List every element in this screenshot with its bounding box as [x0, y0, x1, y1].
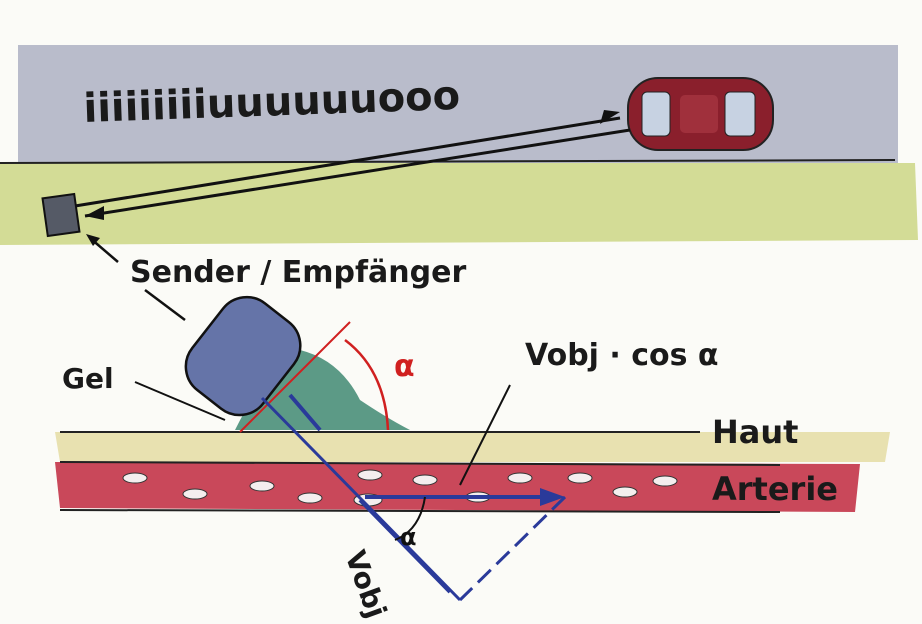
artery: [55, 462, 860, 512]
skin-label: Haut: [712, 413, 798, 451]
pointer-line: [459, 384, 511, 486]
ultrasound-probe: [184, 295, 302, 417]
signal-beam-out: [74, 116, 621, 208]
dashed-projection: [458, 495, 567, 602]
grass-strip: [0, 163, 918, 245]
angle-reference-line: [239, 321, 351, 433]
signal-beam-back: [84, 128, 631, 218]
sender-receiver-label: Sender / Empfänger: [130, 255, 466, 290]
velocity-label: Vobj: [338, 546, 393, 622]
return-arrow: [288, 393, 322, 432]
car: [627, 77, 774, 151]
pointer-line: [144, 289, 186, 321]
angle-arc-bottom: [394, 496, 426, 541]
angle-arc-top: [344, 339, 390, 431]
artery-label: Arterie: [712, 470, 838, 508]
artery-wall: [59, 509, 781, 513]
radar-box: [41, 192, 81, 238]
arrowhead: [85, 206, 104, 220]
velocity-vector: [358, 498, 452, 594]
road-edge: [0, 159, 896, 164]
pointer-line: [134, 381, 226, 421]
arrowhead: [600, 110, 620, 124]
alpha-label-bottom: α: [400, 523, 417, 551]
gel-label: Gel: [62, 362, 114, 395]
artery-wall: [59, 461, 781, 466]
ultrasound-scene: α Gel α Vobj · cos α Vobj Haut Arterie: [55, 295, 890, 622]
velocity-projection-label: Vobj · cos α: [525, 338, 719, 373]
arrowhead: [86, 234, 100, 246]
skin-layer: [55, 432, 890, 462]
arrowhead: [540, 488, 565, 506]
road-scene: iiiiiiiiiuuuuuuooo Sender / Empfänger: [0, 45, 918, 321]
alpha-label-top: α: [394, 349, 415, 384]
